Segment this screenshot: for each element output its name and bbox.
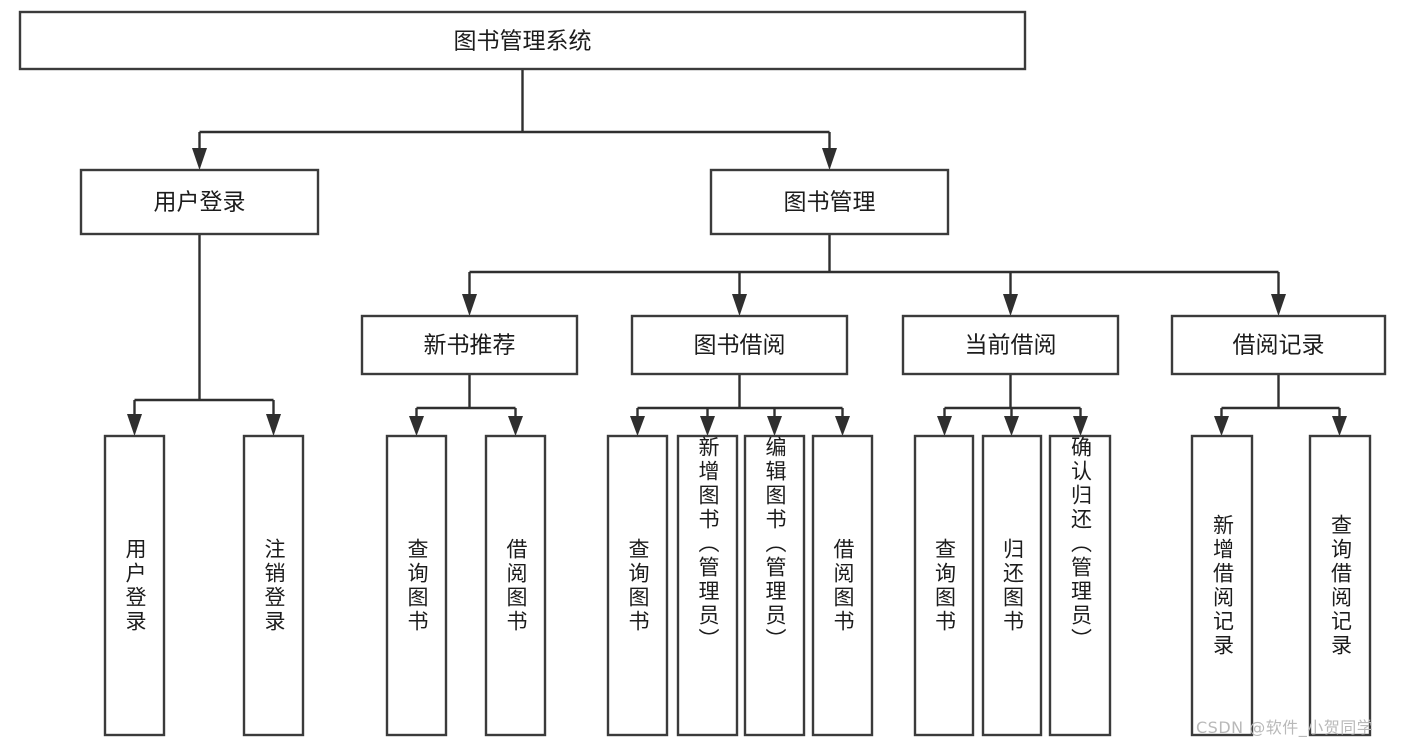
arrow-to-leaf-confirm-return-admin (1073, 416, 1088, 436)
node-leaf-add-borrow-record-box[interactable] (1190, 434, 1254, 737)
node-book-management-box[interactable] (709, 168, 950, 236)
arrow-root-to-user-login (192, 148, 207, 170)
arrow-to-leaf-user-login (127, 414, 142, 436)
arrow-to-leaf-return-book (1004, 416, 1019, 436)
node-leaf-query-book-current-box[interactable] (913, 434, 975, 737)
node-leaf-logout-login-box[interactable] (242, 434, 305, 737)
node-leaf-edit-book-admin-box[interactable] (743, 434, 806, 737)
arrow-root-to-book-management (822, 148, 837, 170)
node-leaf-query-borrow-record-box[interactable] (1308, 434, 1372, 737)
arrow-to-leaf-edit-book-admin (767, 416, 782, 436)
arrow-to-leaf-logout-login (266, 414, 281, 436)
node-new-book-recommend-box[interactable] (360, 314, 579, 376)
arrow-to-leaf-query-book-recommend (409, 416, 424, 436)
node-leaf-confirm-return-admin-box[interactable] (1048, 434, 1112, 737)
watermark-text: CSDN @软件_小贺同学 (1196, 718, 1374, 737)
node-user-login-box[interactable] (79, 168, 320, 236)
arrow-to-leaf-query-book-borrow (630, 416, 645, 436)
node-leaf-query-book-borrow-box[interactable] (606, 434, 669, 737)
arrow-to-leaf-query-book-current (937, 416, 952, 436)
node-book-management-label: 图书管理 (784, 190, 876, 216)
node-leaf-borrow-book-recommend-box[interactable] (484, 434, 547, 737)
arrow-to-leaf-borrow-book (835, 416, 850, 436)
arrow-to-new-book-recommend (462, 294, 477, 316)
arrow-to-current-borrow (1003, 294, 1018, 316)
node-root-box[interactable] (18, 10, 1027, 71)
node-book-borrow-box[interactable] (630, 314, 849, 376)
node-leaf-query-book-recommend-box[interactable] (385, 434, 448, 737)
node-leaf-user-login-box[interactable] (103, 434, 166, 737)
connector-layer (127, 69, 1347, 436)
node-leaf-add-book-admin-box[interactable] (676, 434, 739, 737)
node-book-borrow-label: 图书借阅 (694, 333, 786, 359)
node-borrow-record-label: 借阅记录 (1233, 333, 1325, 359)
arrow-to-leaf-add-borrow-record (1214, 416, 1229, 436)
node-layer: 图书管理系统 用户登录 图书管理 新书推荐 图书借阅 当前借阅 借阅记录 (18, 10, 1387, 737)
node-borrow-record-box[interactable] (1170, 314, 1387, 376)
arrow-to-borrow-record (1271, 294, 1286, 316)
node-user-login-label: 用户登录 (154, 190, 246, 216)
node-new-book-recommend-label: 新书推荐 (424, 333, 516, 359)
node-leaf-borrow-book-box[interactable] (811, 434, 874, 737)
node-leaf-return-book-box[interactable] (981, 434, 1043, 737)
arrow-to-book-borrow (732, 294, 747, 316)
node-root-label: 图书管理系统 (454, 29, 592, 55)
node-current-borrow-box[interactable] (901, 314, 1120, 376)
node-current-borrow-label: 当前借阅 (965, 333, 1057, 359)
arrow-to-leaf-add-book-admin (700, 416, 715, 436)
arrow-to-leaf-borrow-book-recommend (508, 416, 523, 436)
arrow-to-leaf-query-borrow-record (1332, 416, 1347, 436)
